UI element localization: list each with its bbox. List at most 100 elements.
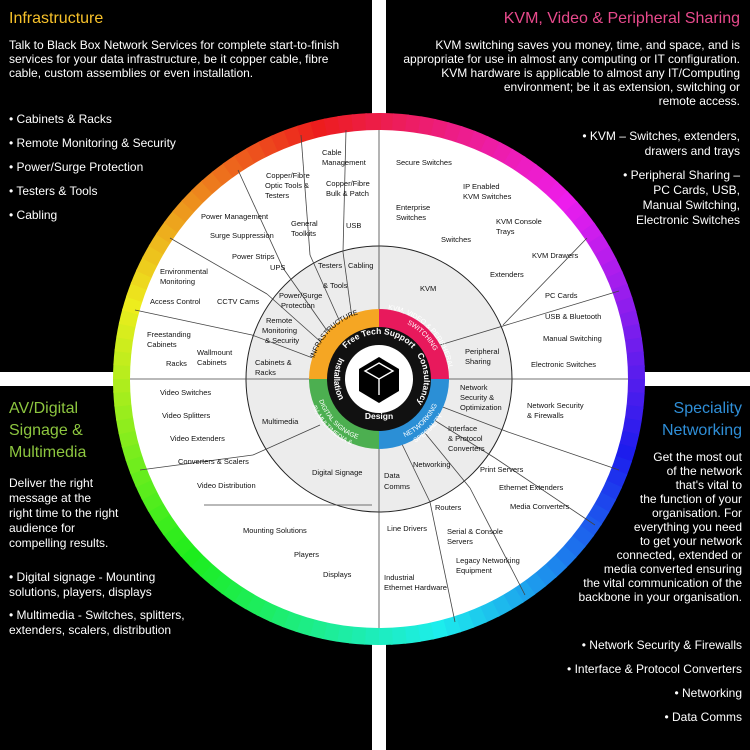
speciality-bullet: • Networking xyxy=(674,686,742,700)
bullet-line: solutions, players, displays xyxy=(9,585,152,599)
speciality-title: Speciality Networking xyxy=(662,398,742,442)
av-bullet: • Digital signage - Mounting solutions, … xyxy=(9,570,155,600)
outer-label: Access Control xyxy=(150,297,201,306)
desc-line: cable, custom assemblies or even install… xyxy=(9,66,254,80)
title-line: AV/Digital xyxy=(9,400,79,417)
bullet-line: PC Cards, USB, xyxy=(653,183,740,197)
outer-label: Extenders xyxy=(490,270,524,279)
ring-installation: Installation xyxy=(332,357,347,402)
outer-label: Converters & Scalers xyxy=(178,457,249,466)
outer-label: Line Drivers xyxy=(387,524,427,533)
desc-line: services for your data infrastructure, b… xyxy=(9,52,329,66)
desc-line: remote access. xyxy=(658,94,740,108)
infrastructure-bullet: • Remote Monitoring & Security xyxy=(9,136,176,150)
mid-label: KVM xyxy=(420,284,436,293)
av-description: Deliver the right message at the right t… xyxy=(9,476,118,551)
title-line: Multimedia xyxy=(9,444,87,461)
outer-label: Media Converters xyxy=(510,502,569,511)
desc-line: connected, extended or xyxy=(616,548,742,562)
desc-line: Get the most out xyxy=(653,450,742,464)
outer-label: Ethernet Extenders xyxy=(499,483,563,492)
desc-line: the function of your xyxy=(639,492,742,506)
desc-line: KVM switching saves you money, time, and… xyxy=(435,38,740,52)
mid-label: Multimedia xyxy=(262,417,299,426)
outer-label: Racks xyxy=(166,359,187,368)
outer-label: Secure Switches xyxy=(396,158,452,167)
kvm-title: KVM, Video & Peripheral Sharing xyxy=(503,10,740,27)
outer-label: Network Security& Firewalls xyxy=(527,401,584,420)
mid-label: Digital Signage xyxy=(312,468,362,477)
outer-label: KVM Drawers xyxy=(532,251,579,260)
title-line: Speciality xyxy=(673,400,742,417)
desc-line: compelling results. xyxy=(9,536,109,550)
cube-logo-icon xyxy=(359,357,399,403)
outer-label: Video Splitters xyxy=(162,411,210,420)
kvm-description: KVM switching saves you money, time, and… xyxy=(403,38,740,108)
desc-line: appropriate for use in almost any comput… xyxy=(403,52,740,66)
bullet-line: drawers and trays xyxy=(644,144,740,158)
outer-label: Power Management xyxy=(201,212,269,221)
outer-label: USB xyxy=(346,221,361,230)
desc-line: message at the xyxy=(9,491,92,505)
desc-line: to get your network xyxy=(639,534,742,548)
outer-label: USB & Bluetooth xyxy=(545,312,601,321)
speciality-bullet: • Interface & Protocol Converters xyxy=(567,662,742,676)
desc-line: Deliver the right xyxy=(9,476,94,490)
desc-line: everything you need xyxy=(633,520,742,534)
speciality-description: Get the most out of the network that's v… xyxy=(579,450,742,604)
av-bullet: • Multimedia - Switches, splitters, exte… xyxy=(9,608,185,638)
speciality-bullet: • Network Security & Firewalls xyxy=(581,638,742,652)
outer-label: Power Strips xyxy=(232,252,275,261)
infrastructure-description: Talk to Black Box Network Services for c… xyxy=(9,38,339,80)
outer-label: UPS xyxy=(270,263,285,272)
mid-label: Networking xyxy=(413,460,451,469)
av-title: AV/Digital Signage & Multimedia xyxy=(9,398,86,464)
infrastructure-bullet: • Testers & Tools xyxy=(9,184,98,198)
outer-label: CCTV Cams xyxy=(217,297,259,306)
desc-line: right time to the right xyxy=(9,506,119,520)
kvm-bullet: • Peripheral Sharing – PC Cards, USB, Ma… xyxy=(623,168,740,228)
kvm-bullet: • KVM – Switches, extenders, drawers and… xyxy=(582,129,740,159)
bullet-line: Electronic Switches xyxy=(635,213,740,227)
infrastructure-bullet: • Power/Surge Protection xyxy=(9,160,144,174)
desc-line: organisation. For xyxy=(651,506,742,520)
outer-label: Displays xyxy=(323,570,352,579)
mid-label: Cabling xyxy=(348,261,373,270)
outer-label: Surge Suppression xyxy=(210,231,274,240)
outer-label: Video Switches xyxy=(160,388,211,397)
outer-label: Video Extenders xyxy=(170,434,225,443)
desc-line: media converted ensuring xyxy=(603,562,742,576)
desc-line: Talk to Black Box Network Services for c… xyxy=(9,38,340,52)
bullet-line: • KVM – Switches, extenders, xyxy=(582,129,740,143)
title-line: Signage & xyxy=(9,422,83,439)
outer-label: Routers xyxy=(435,503,462,512)
desc-line: KVM hardware is applicable to almost any… xyxy=(441,66,740,80)
title-line: Networking xyxy=(661,422,742,439)
bullet-line: extenders, scalers, distribution xyxy=(9,623,172,637)
desc-line: of the network xyxy=(666,464,742,478)
bullet-line: • Digital signage - Mounting xyxy=(9,570,156,584)
desc-line: the vital communication of the xyxy=(583,576,742,590)
outer-label: Switches xyxy=(441,235,471,244)
desc-line: environment; be it as extension, switchi… xyxy=(503,80,740,94)
